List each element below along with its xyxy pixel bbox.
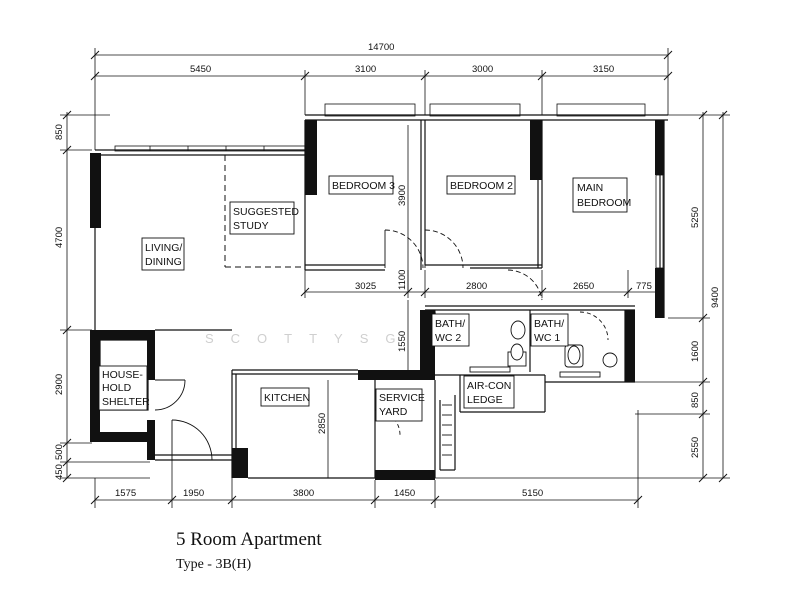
watermark: SCOTTYSG: [205, 331, 413, 346]
dim-mid-3: 2800: [466, 281, 487, 292]
room-label-bedroom3: BEDROOM 3: [332, 180, 395, 192]
dim-bottom-4: 1450: [394, 488, 415, 499]
dim-mid-4: 2650: [573, 281, 594, 292]
room-label-study-line2: STUDY: [233, 220, 269, 232]
dim-mid-5: 775: [636, 281, 652, 292]
room-label-boxes: [98, 175, 628, 422]
dim-bottom-3: 3800: [293, 488, 314, 499]
windows: [114, 103, 664, 269]
dim-right-3: 850: [690, 392, 701, 408]
room-label-study-line1: SUGGESTED: [233, 206, 299, 218]
room-label-bath2-line2: WC 2: [435, 332, 461, 344]
room-label-shelter-line1: HOUSE-: [102, 369, 143, 381]
room-label-main-bedroom-line1: MAIN: [577, 182, 603, 194]
room-label-bedroom2: BEDROOM 2: [450, 180, 513, 192]
room-label-aircon-line1: AIR-CON: [467, 380, 511, 392]
dim-bottom-1: 1575: [115, 488, 136, 499]
dim-top-3: 3000: [472, 64, 493, 75]
room-label-kitchen: KITCHEN: [264, 392, 310, 404]
plan-title: 5 Room Apartment: [176, 529, 322, 550]
dim-left-4: 500: [54, 444, 65, 460]
room-label-bath1-line1: BATH/: [534, 318, 564, 330]
room-labels: BEDROOM 3 BEDROOM 2 MAIN BEDROOM SUGGEST…: [102, 180, 631, 418]
fixtures: [442, 320, 618, 456]
dim-right-4: 2550: [690, 437, 701, 458]
walls: [94, 114, 668, 479]
dim-bottom-2: 1950: [183, 488, 204, 499]
dim-bottom-5: 5150: [522, 488, 543, 499]
dim-bath-depth: 1550: [397, 331, 408, 352]
dim-left-3: 2900: [54, 374, 65, 395]
dimension-ticks: [62, 50, 728, 505]
dim-left-1: 850: [54, 124, 65, 140]
room-label-living-line2: DINING: [145, 256, 182, 268]
dim-right-total: 9400: [710, 287, 721, 308]
room-label-bath2-line1: BATH/: [435, 318, 465, 330]
study-partition: [224, 155, 305, 268]
room-label-service-yard-line2: YARD: [379, 406, 408, 418]
room-label-bath1-line2: WC 1: [534, 332, 560, 344]
dim-right-2: 1600: [690, 341, 701, 362]
structural-walls: [90, 120, 664, 480]
doors: [154, 229, 609, 461]
dim-left-2: 4700: [54, 227, 65, 248]
dim-top-4: 3150: [593, 64, 614, 75]
dimension-lines: [60, 48, 730, 508]
dim-mid-2: 1100: [397, 270, 408, 290]
plan-subtitle: Type - 3B(H): [176, 557, 252, 572]
dim-top-total: 14700: [368, 42, 394, 53]
room-label-shelter-line3: SHELTER: [102, 396, 150, 408]
dimension-labels: 14700 5450 3100 3000 3150 850 4700 2900 …: [54, 42, 721, 499]
room-label-living-line1: LIVING/: [145, 242, 182, 254]
room-label-service-yard-line1: SERVICE: [379, 392, 425, 404]
dim-mid-1: 3025: [355, 281, 376, 292]
dim-kitchen-depth: 2850: [317, 413, 328, 434]
dim-top-2: 3100: [355, 64, 376, 75]
room-label-main-bedroom-line2: BEDROOM: [577, 197, 631, 209]
room-label-aircon-line2: LEDGE: [467, 394, 503, 406]
dim-top-1: 5450: [190, 64, 211, 75]
dim-right-1: 5250: [690, 207, 701, 228]
dim-bed3-depth: 3900: [397, 185, 408, 206]
dim-left-5: 450: [54, 464, 65, 480]
room-label-shelter-line2: HOLD: [102, 382, 132, 394]
